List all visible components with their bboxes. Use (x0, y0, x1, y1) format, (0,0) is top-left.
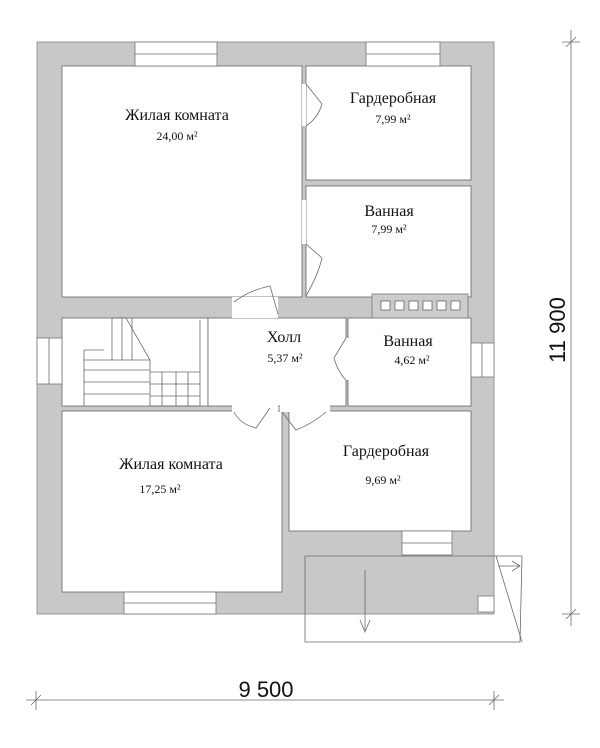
room-living-top (61, 65, 303, 298)
door-opening (302, 84, 306, 126)
room-name: Жилая комната (119, 456, 223, 473)
room-bath-1 (305, 185, 472, 298)
room-living-bottom (61, 410, 283, 593)
room-area: 4,62 м² (394, 353, 430, 367)
door-swing (281, 411, 327, 431)
room-area: 5,37 м² (267, 351, 303, 365)
door-opening (344, 338, 350, 380)
room-stair (61, 317, 209, 407)
down-arrow-head (359, 619, 371, 634)
porch-slope (495, 555, 523, 643)
width-dimension-line (26, 691, 504, 710)
room-area: 7,99 м² (371, 222, 407, 236)
porch-outline (304, 555, 523, 643)
side-arrow (498, 560, 521, 572)
door-swing (305, 83, 323, 127)
room-name: Ванная (364, 203, 414, 220)
door-swing (233, 285, 279, 315)
staircase (83, 317, 201, 407)
room-area: 17,25 м² (139, 482, 181, 496)
room-area: 24,00 м² (156, 129, 198, 143)
room-wardrobe-bottom (288, 410, 472, 532)
window (470, 342, 495, 378)
room-area: 7,99 м² (375, 112, 411, 126)
window (36, 337, 63, 385)
door-opening (232, 297, 278, 318)
width-dimension: 9 500 (238, 677, 293, 702)
room-hall (207, 317, 347, 407)
drain-square (477, 595, 495, 613)
door-swing (305, 243, 323, 297)
room-wardrobe-top (305, 65, 472, 181)
vent-cells (380, 300, 461, 311)
door-opening (232, 405, 278, 412)
door-swing (333, 337, 347, 381)
room-name: Гардеробная (343, 443, 430, 460)
height-dimension-line (562, 30, 580, 626)
room-name: Холл (267, 329, 301, 346)
room-area: 9,69 м² (365, 473, 401, 487)
room-name: Жилая комната (125, 107, 229, 124)
door-swing (233, 407, 271, 429)
room-name: Ванная (383, 333, 433, 350)
door-opening (302, 200, 306, 244)
room-name: Гардеробная (350, 90, 437, 107)
height-dimension: 11 900 (545, 297, 570, 363)
door-opening (280, 405, 330, 412)
room-bath-2 (347, 317, 472, 407)
